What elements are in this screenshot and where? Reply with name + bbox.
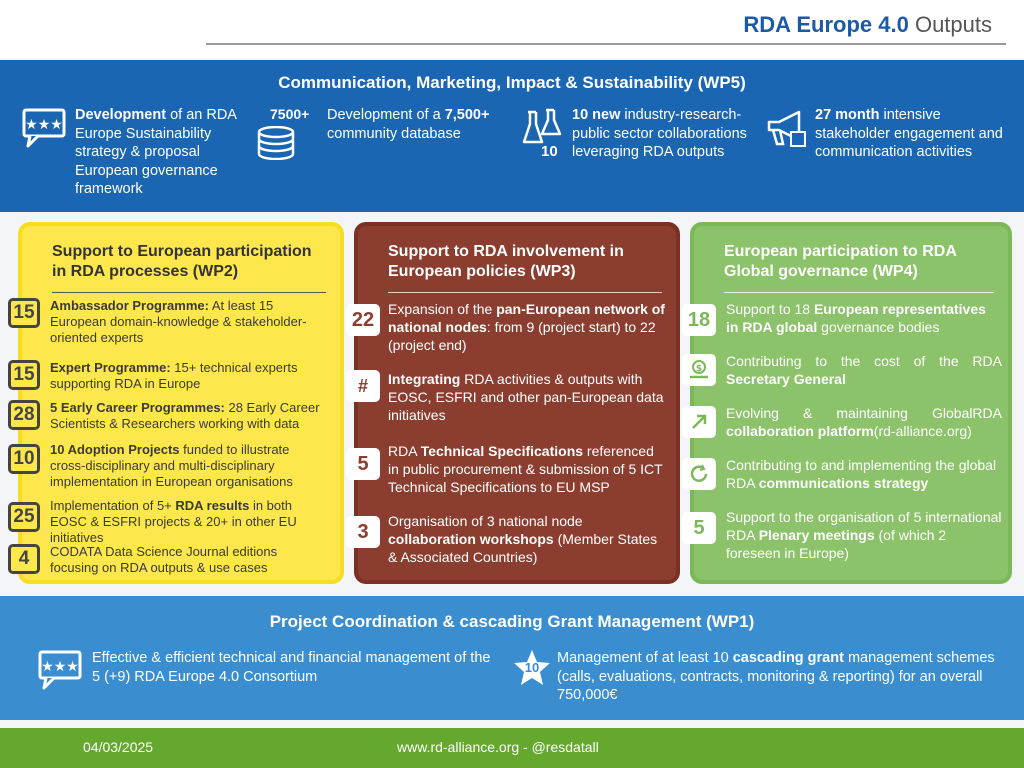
wp4-title: European participation to RDA Global gov… bbox=[724, 243, 957, 280]
wp2-number-badge: 4 bbox=[8, 544, 40, 574]
wp2-divider bbox=[52, 292, 326, 293]
wp4-row-plenaries: Support to the organisation of 5 interna… bbox=[726, 509, 1002, 561]
wp1-band: Project Coordination & cascading Grant M… bbox=[0, 596, 1024, 720]
wp5-band: Communication, Marketing, Impact & Susta… bbox=[0, 60, 1024, 212]
wp1-item-grants: Management of at least 10 cascading gran… bbox=[557, 650, 995, 703]
money-hand-icon: $ bbox=[682, 354, 716, 386]
wp2-row-expert: Expert Programme: 15+ technical experts … bbox=[50, 360, 298, 391]
wp5-item-engagement: 27 month intensive stakeholder engagemen… bbox=[815, 107, 1003, 160]
wp3-divider bbox=[388, 292, 662, 293]
speech-bubble-icon: ★★★ bbox=[38, 650, 82, 690]
wp5-item-sustainability: Development of an RDA Europe Sustainabil… bbox=[75, 107, 237, 197]
wp3-row-tech-specs: RDA Technical Specifications referenced … bbox=[388, 443, 663, 495]
wp3-row-national-nodes: Expansion of the pan-European network of… bbox=[388, 301, 665, 353]
wp2-row-adoption: 10 Adoption Projects funded to illustrat… bbox=[50, 442, 293, 489]
star-badge-icon bbox=[514, 650, 550, 685]
wp5-item-collaborations: 10 new industry-research-public sector c… bbox=[572, 107, 747, 160]
wp2-row-early-career: 5 Early Career Programmes: 28 Early Care… bbox=[50, 400, 320, 431]
wp4-number-badge: 5 bbox=[682, 512, 716, 544]
footer-url: www.rd-alliance.org - @resdatall bbox=[397, 739, 599, 755]
wp4-row-representatives: Support to 18 European representatives i… bbox=[726, 301, 986, 335]
wp3-number-badge: 3 bbox=[346, 516, 380, 548]
wp1-item-management: Effective & efficient technical and fina… bbox=[92, 650, 491, 685]
wp2-row-rda-results: Implementation of 5+ RDA results in both… bbox=[50, 498, 297, 545]
wp5-title: Communication, Marketing, Impact & Susta… bbox=[278, 73, 746, 92]
database-icon bbox=[257, 126, 295, 160]
lab-flask-icon bbox=[522, 108, 562, 144]
collaborations-badge: 10 bbox=[541, 143, 558, 160]
wp2-number-badge: 15 bbox=[8, 298, 40, 328]
slide-title: RDA Europe 4.0 Outputs bbox=[743, 12, 992, 37]
hashtag-icon: # bbox=[346, 370, 380, 402]
wp2-title: Support to European participation in RDA… bbox=[52, 243, 312, 280]
svg-text:★★★: ★★★ bbox=[25, 117, 63, 133]
wp4-divider bbox=[724, 292, 994, 293]
header: RDA Europe 4.0 Outputs bbox=[0, 0, 1024, 58]
header-divider bbox=[206, 43, 1006, 45]
wp2-column: Support to European participation in RDA… bbox=[8, 222, 344, 584]
arrow-up-right-icon bbox=[682, 406, 716, 438]
wp4-row-secretary: Contributing to the cost of the RDA Secr… bbox=[726, 353, 1002, 387]
wp2-row-codata: CODATA Data Science Journal editions foc… bbox=[50, 544, 278, 575]
refresh-icon bbox=[682, 458, 716, 490]
megaphone-icon bbox=[767, 110, 806, 147]
footer: 04/03/2025 www.rd-alliance.org - @resdat… bbox=[0, 728, 1024, 768]
wp4-number-badge: 18 bbox=[682, 304, 716, 336]
wp3-title: Support to RDA involvement in European p… bbox=[388, 243, 624, 280]
wp4-row-platform: Evolving & maintaining GlobalRDA collabo… bbox=[726, 405, 1002, 439]
speech-bubble-icon: ★★★ bbox=[22, 108, 66, 148]
wp1-title: Project Coordination & cascading Grant M… bbox=[269, 612, 755, 631]
wp2-number-badge: 28 bbox=[8, 400, 40, 430]
wp2-number-badge: 15 bbox=[8, 360, 40, 390]
wp3-row-integrating: Integrating RDA activities & outputs wit… bbox=[388, 371, 664, 423]
wp3-row-workshops: Organisation of 3 national node collabor… bbox=[388, 513, 658, 565]
wp5-item-database: Development of a 7,500+ community databa… bbox=[327, 107, 490, 142]
wp4-column: European participation to RDA Global gov… bbox=[682, 222, 1012, 584]
svg-text:★★★: ★★★ bbox=[41, 659, 79, 675]
grant-count-badge: 10 bbox=[524, 660, 540, 675]
svg-text:$: $ bbox=[696, 364, 702, 374]
footer-date: 04/03/2025 bbox=[83, 739, 154, 755]
wp2-number-badge: 25 bbox=[8, 502, 40, 532]
database-count-badge: 7500+ bbox=[270, 106, 310, 122]
wp3-number-badge: 5 bbox=[346, 448, 380, 480]
wp2-number-badge: 10 bbox=[8, 444, 40, 474]
wp2-row-ambassador: Ambassador Programme: At least 15 Europe… bbox=[50, 298, 307, 345]
wp3-number-badge: 22 bbox=[346, 304, 380, 336]
wp3-column: Support to RDA involvement in European p… bbox=[346, 222, 680, 584]
wp4-row-communications: Contributing to and implementing the glo… bbox=[726, 457, 997, 491]
